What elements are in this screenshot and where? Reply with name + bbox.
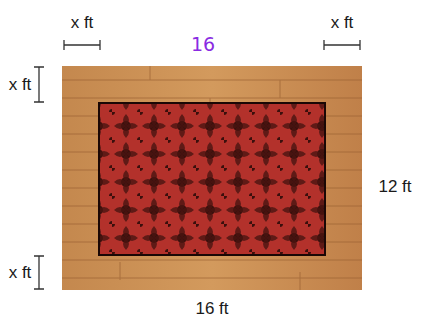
dimension-label: x ft	[9, 264, 32, 281]
dimension-label: 16 ft	[195, 300, 228, 317]
plank-lines	[62, 66, 362, 290]
dimension-label: x ft	[71, 14, 94, 31]
rug	[99, 103, 325, 255]
dimension-brackets	[34, 40, 360, 289]
handwritten-note: 16	[191, 35, 215, 54]
wood-floor	[62, 66, 362, 290]
dimension-label: x ft	[9, 76, 32, 93]
dimension-label: x ft	[331, 14, 354, 31]
dimension-label: 12 ft	[378, 178, 411, 195]
